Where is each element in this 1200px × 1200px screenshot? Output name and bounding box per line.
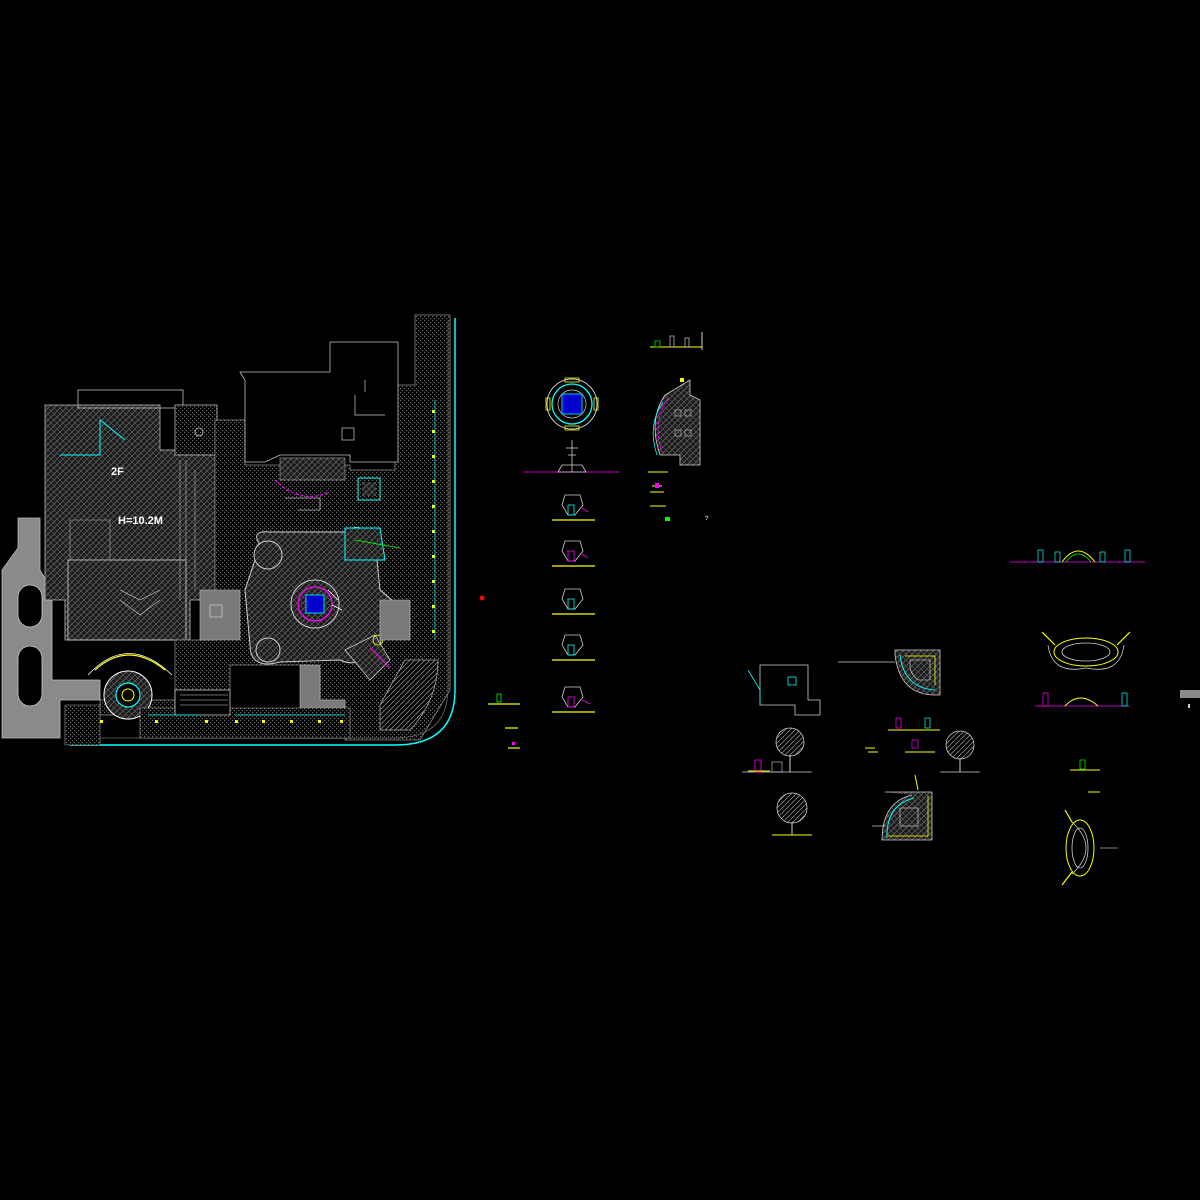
planter-plan xyxy=(747,664,821,716)
oval-plan-bottom xyxy=(1061,809,1118,886)
light-fixtures-right xyxy=(432,410,435,633)
building-main xyxy=(44,404,216,641)
quarter-planter-bottom xyxy=(872,774,933,841)
fountain-elevation xyxy=(524,440,620,473)
wall-elevation-top xyxy=(650,332,703,350)
light-fixtures-bottom xyxy=(100,720,343,723)
tree-elevation-2 xyxy=(772,792,812,836)
arch-elevation-top xyxy=(1010,549,1145,563)
floor-label: 2F xyxy=(111,466,124,478)
oval-plan-top xyxy=(1041,631,1131,670)
site-plan xyxy=(1,314,456,746)
tree-elevation-1 xyxy=(742,727,812,773)
arch-elevation-bottom xyxy=(1035,692,1130,707)
small-bench-right xyxy=(1070,759,1100,793)
red-marker xyxy=(479,595,485,601)
fountain-ring-outer xyxy=(290,579,340,629)
height-label: H=10.2M xyxy=(118,515,163,527)
fountain-plan-detail xyxy=(545,377,599,431)
fountain-pool xyxy=(305,594,325,614)
quarter-planter-top xyxy=(838,649,941,753)
wall-plan-detail xyxy=(648,378,709,521)
tree-elevation-3 xyxy=(940,730,980,773)
corner-island xyxy=(379,659,439,731)
building-top xyxy=(239,341,399,463)
fountain-sections xyxy=(552,494,595,713)
fixture-details-a xyxy=(488,693,520,749)
street-edge xyxy=(70,318,456,746)
title-block-fragment xyxy=(1180,690,1200,708)
